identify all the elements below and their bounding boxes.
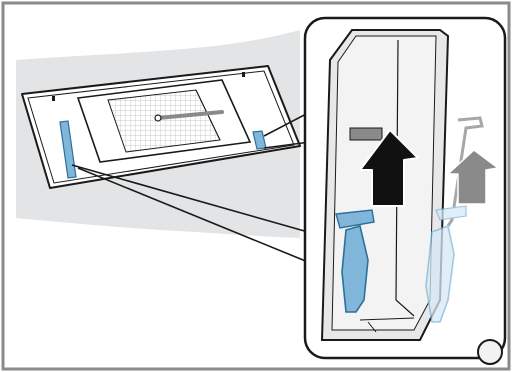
inset-corner-knob (478, 340, 502, 364)
magnified-inset (305, 18, 505, 364)
